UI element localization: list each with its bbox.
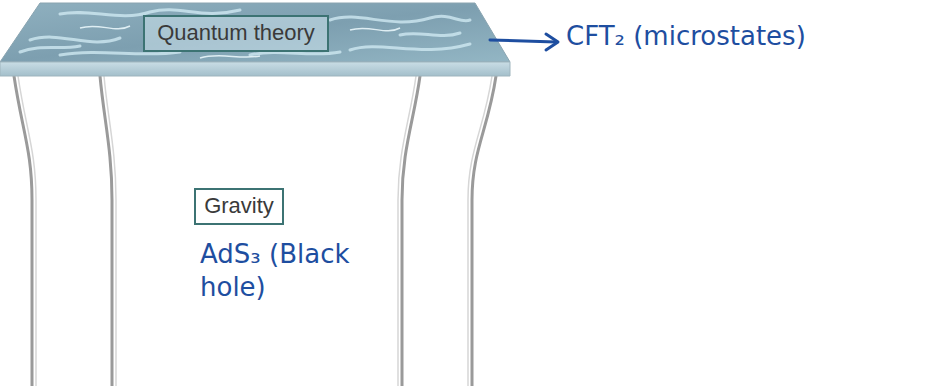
boundary-annotation: CFT₂ (microstates) [566,20,806,53]
bulk-annotation: AdS₃ (Black hole) [200,238,359,303]
box-label: Quantum theory [157,21,315,45]
bulk-walls [14,76,496,386]
leader-arrow [490,34,558,50]
boundary-box: Quantum theory [143,15,329,52]
bulk-box: Gravity [194,188,284,225]
boundary-slab [0,3,510,76]
box-label: Gravity [204,194,274,218]
